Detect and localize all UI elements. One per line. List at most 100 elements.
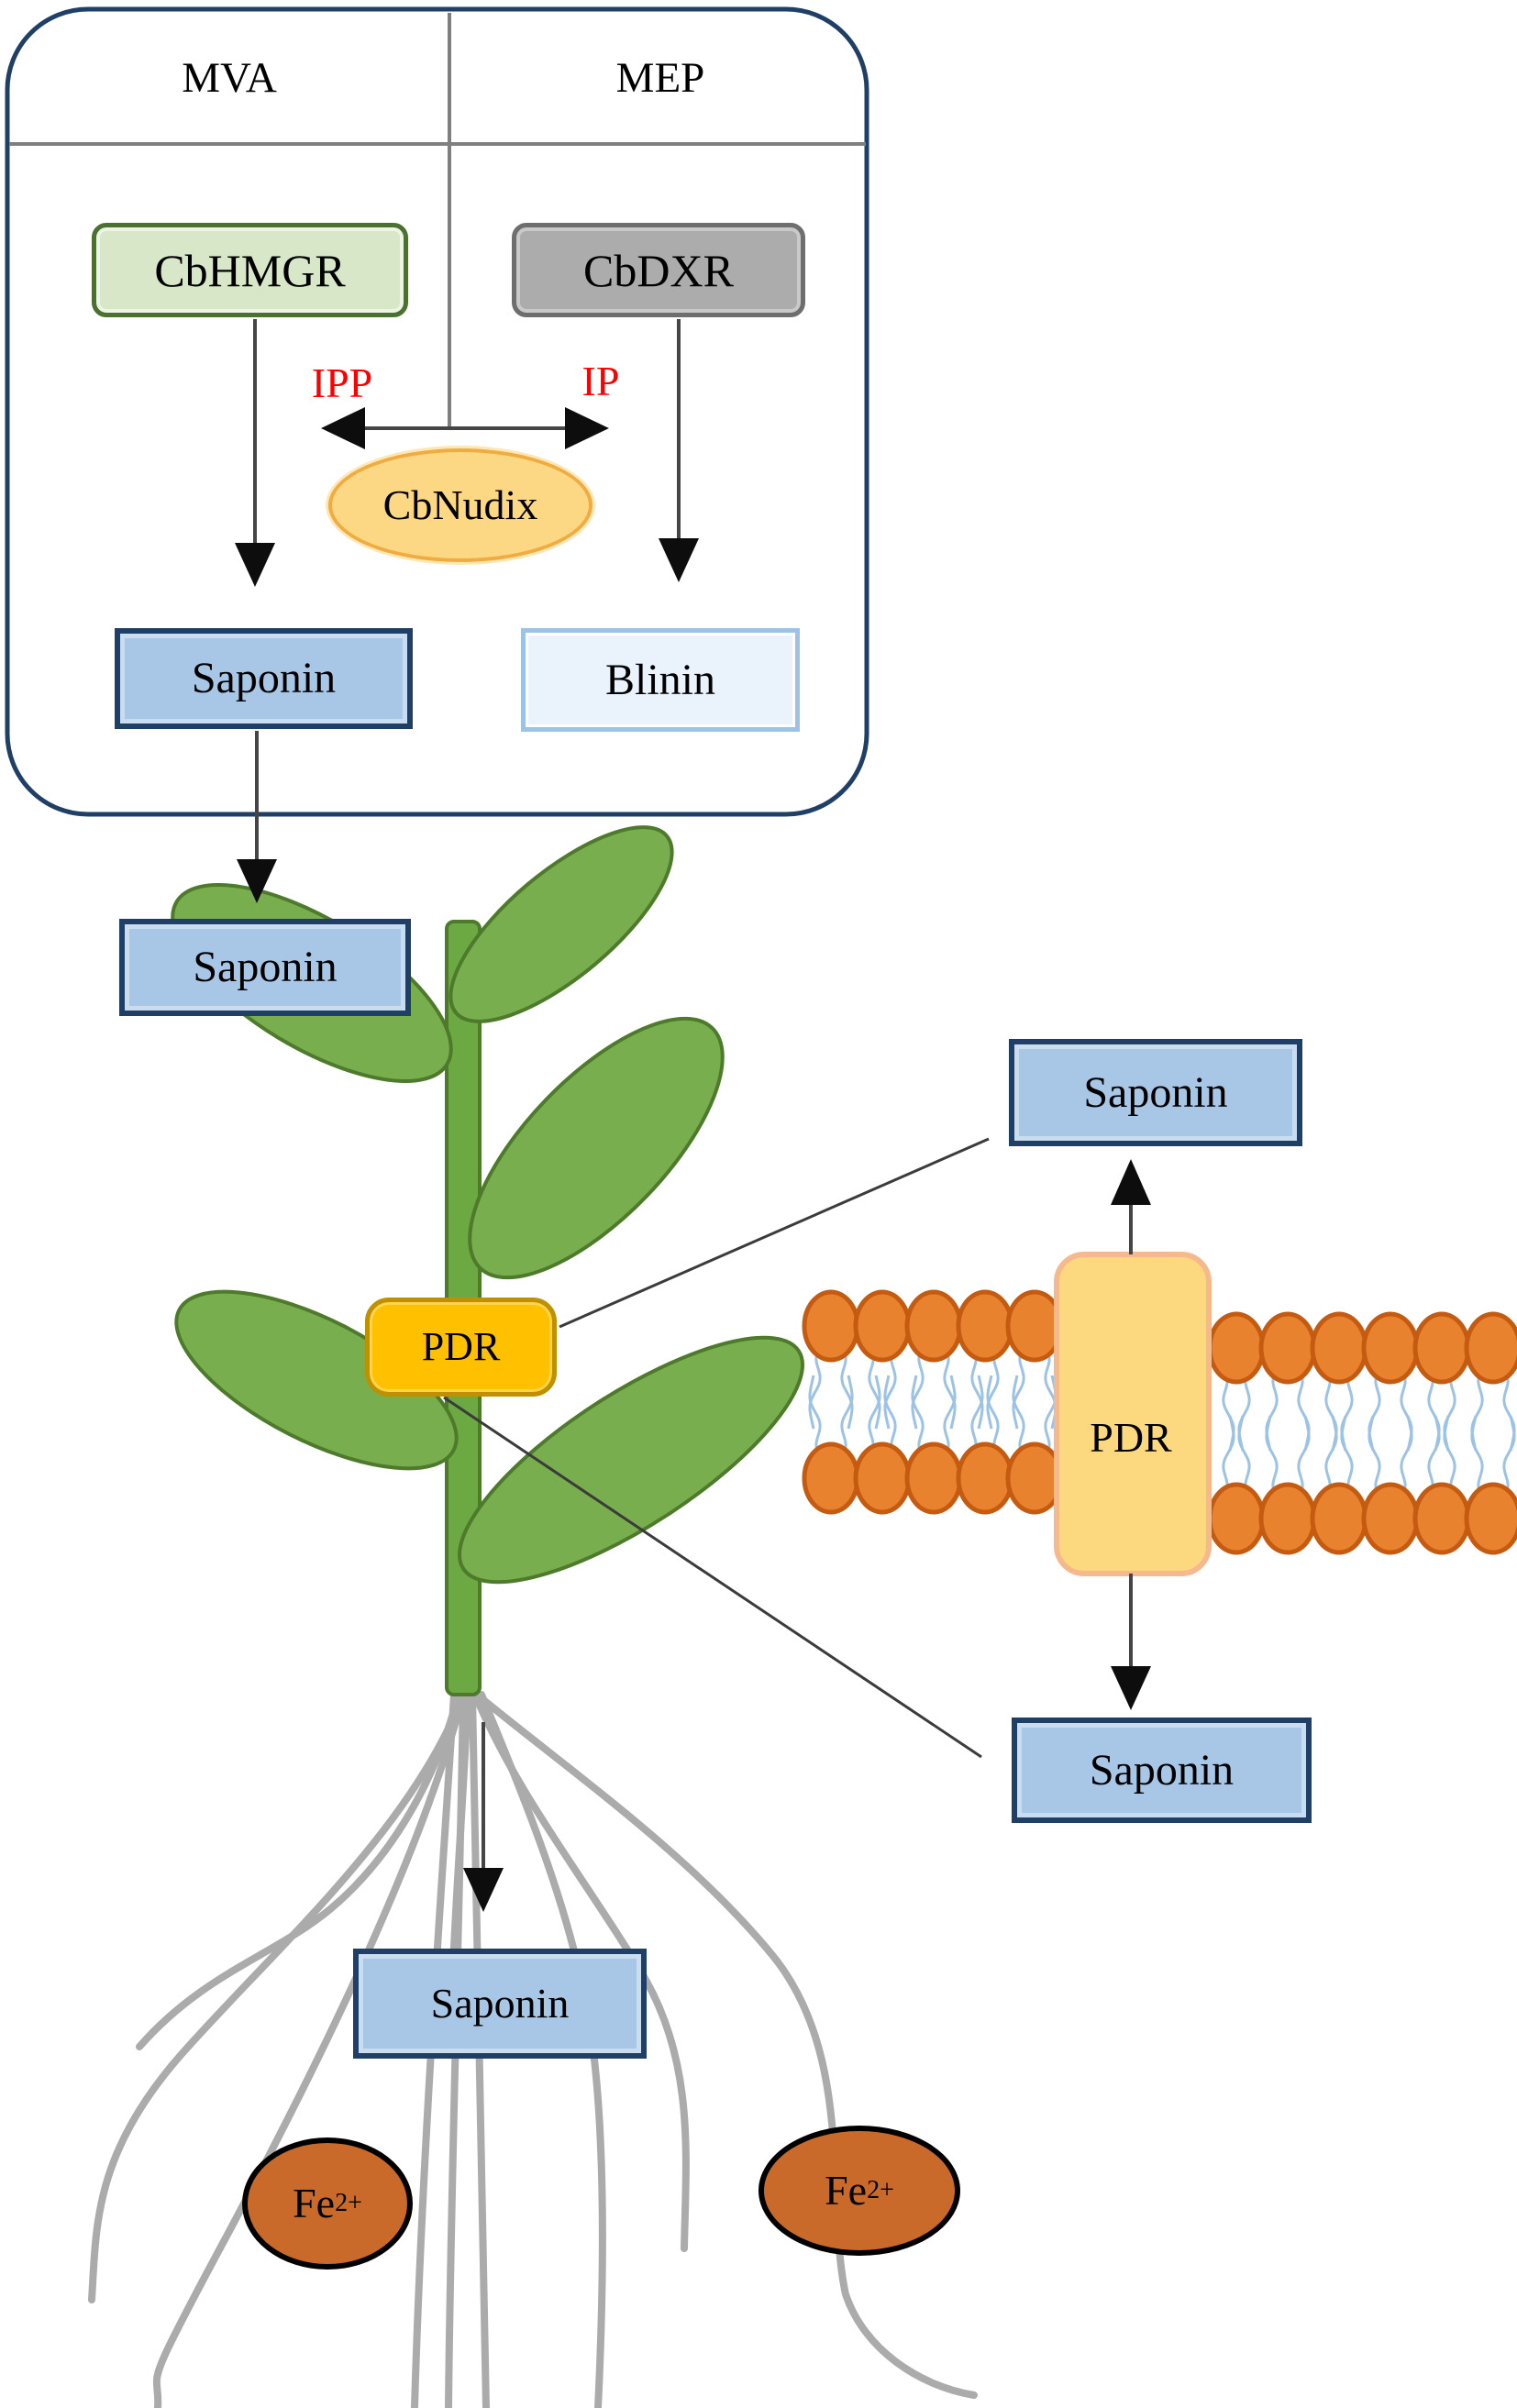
lipid-head <box>1207 1311 1266 1385</box>
lipid-head <box>853 1289 912 1363</box>
lipid-head <box>1361 1311 1420 1385</box>
lipid-head <box>1464 1311 1517 1385</box>
lipid-head <box>956 1289 1014 1363</box>
lipid-tail <box>1368 1371 1381 1452</box>
lipid-tail <box>1502 1415 1516 1496</box>
root-strand <box>449 1691 471 1971</box>
cbnudix-enzyme-ellipse: CbNudix <box>328 448 592 562</box>
lipid-tail <box>808 1349 822 1430</box>
plant-leaf-saponin-label: Saponin <box>119 919 411 1016</box>
lipid-head <box>956 1441 1014 1515</box>
fe-symbol: Fe <box>825 2167 868 2214</box>
lipid-tail <box>970 1375 984 1455</box>
lipid-tail <box>911 1375 925 1455</box>
zoom-callout-lines <box>443 1137 990 1759</box>
lipid-head <box>1258 1311 1317 1385</box>
lipid-head <box>802 1441 860 1515</box>
lipid-tail <box>1470 1371 1484 1452</box>
root-strand <box>473 1691 978 2399</box>
arrowhead <box>1111 1666 1151 1710</box>
plant-leaf-upper-right <box>448 825 674 1023</box>
saponin-product-box-mva: Saponin <box>115 628 413 729</box>
ipp-intermediate-label: IPP <box>311 359 373 406</box>
lipid-tail <box>1400 1371 1413 1452</box>
lipid-tail <box>911 1349 925 1430</box>
lipid-tail <box>1340 1415 1354 1496</box>
lipid-tail <box>868 1349 881 1430</box>
lipid-tail <box>1502 1371 1516 1452</box>
arrowhead <box>659 538 699 582</box>
mep-pathway-header: MEP <box>615 53 705 102</box>
lipid-head <box>1310 1482 1368 1555</box>
lipid-head <box>1412 1311 1471 1385</box>
lipid-head <box>1258 1482 1317 1555</box>
pathway-panel-frame <box>5 6 869 817</box>
arrowhead <box>463 1868 504 1912</box>
lipid-tail <box>986 1349 1000 1430</box>
zoom-callout-line-lower <box>443 1396 982 1759</box>
lipid-tail <box>986 1375 1000 1455</box>
lipid-tail <box>1297 1415 1311 1496</box>
lipid-head <box>1361 1482 1420 1555</box>
lipid-tail <box>1324 1415 1338 1496</box>
lipid-tail <box>970 1349 984 1430</box>
lipid-head <box>1310 1311 1368 1385</box>
pathway-panel-border <box>5 6 869 817</box>
lipid-bilayer <box>802 1289 1517 1555</box>
lipid-tail <box>868 1375 881 1455</box>
lipid-head <box>904 1441 963 1515</box>
arrowhead <box>321 407 365 449</box>
lipid-tail <box>1265 1371 1279 1452</box>
lipid-tails <box>808 1349 1516 1496</box>
mva-pathway-header: MVA <box>182 53 277 102</box>
lipid-tail <box>1368 1415 1381 1496</box>
lipid-head <box>1412 1482 1471 1555</box>
ip-intermediate-label: IP <box>581 357 620 404</box>
root-strand <box>469 1691 490 2408</box>
lipid-tail <box>883 1375 897 1455</box>
lipid-tail <box>1012 1375 1025 1455</box>
arrowhead <box>1111 1159 1151 1205</box>
pdr-stem-transporter-box: PDR <box>365 1298 557 1397</box>
lipid-heads <box>802 1289 1517 1555</box>
lipid-tail <box>840 1349 854 1430</box>
lipid-tail <box>1297 1371 1311 1452</box>
plant-leaf-mid-right <box>468 1016 725 1280</box>
lipid-tail <box>1265 1415 1279 1496</box>
lipid-head <box>1464 1482 1517 1555</box>
lipid-head <box>1005 1289 1064 1363</box>
blinin-product-box-mep: Blinin <box>521 628 800 732</box>
arrows <box>235 319 1151 1912</box>
plant-leaf-mid-left <box>174 1289 459 1471</box>
lipid-tail <box>1222 1415 1235 1496</box>
lipid-tail <box>1012 1349 1025 1430</box>
fe-symbol: Fe <box>293 2180 336 2226</box>
root-strand <box>88 1691 467 2303</box>
membrane-saponin-top-box: Saponin <box>1009 1039 1302 1146</box>
lipid-tail <box>1237 1415 1251 1496</box>
plant-leaf-lower-right <box>458 1335 804 1585</box>
lipid-tail <box>1400 1415 1413 1496</box>
lipid-tail <box>943 1375 957 1455</box>
lipid-tail <box>1427 1415 1441 1496</box>
lipid-tail <box>1443 1415 1456 1496</box>
root-strand <box>136 1691 462 2050</box>
lipid-head <box>802 1289 860 1363</box>
zoom-callout-line-upper <box>559 1137 990 1329</box>
lipid-head <box>904 1289 963 1363</box>
pdr-transporter-label: PDR <box>1090 1414 1172 1461</box>
arrowhead <box>237 859 277 903</box>
lipid-tail <box>883 1349 897 1430</box>
root-saponin-label: Saponin <box>353 1949 647 2059</box>
lipid-tail <box>808 1375 822 1455</box>
cbhmgr-enzyme-box: CbHMGR <box>92 223 408 317</box>
lipid-head <box>1207 1482 1266 1555</box>
membrane-saponin-bottom-box: Saponin <box>1012 1718 1312 1823</box>
lipid-head <box>853 1441 912 1515</box>
lipid-tail <box>943 1349 957 1430</box>
arrowhead <box>235 543 275 587</box>
